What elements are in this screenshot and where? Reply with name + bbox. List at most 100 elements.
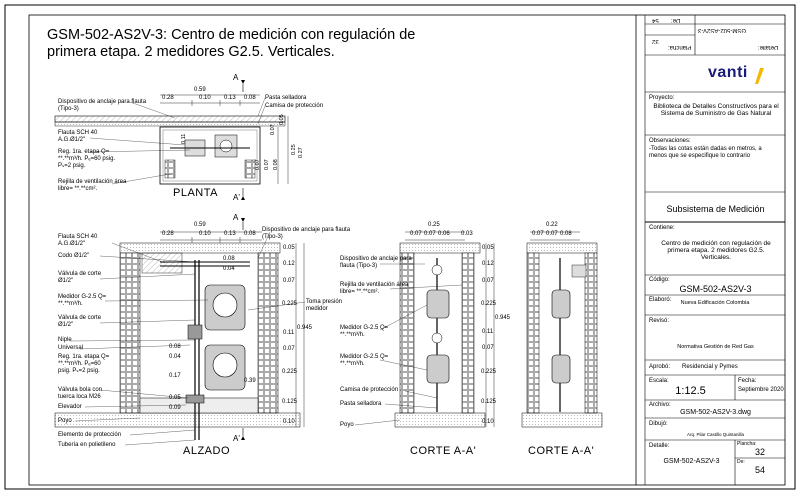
- alzado-dim-inner: 0.39: [244, 378, 256, 384]
- corte1-dim-right: 0.07: [482, 345, 494, 351]
- alzado-dim-inner: 0.08: [169, 344, 181, 350]
- alzado-dim-right: 0.225: [282, 369, 298, 375]
- alzado-dim-right: 0.12: [283, 261, 295, 267]
- corte1-dim-right: 0.12: [482, 261, 494, 267]
- corte1-label-medidor2: Medidor G-2.5 Q= **.**m³/h.: [340, 354, 389, 367]
- alzado-dim-right: 0.07: [283, 278, 295, 284]
- tb-top-detalle-label: Detalle:: [758, 44, 779, 50]
- tb-dibujo: Arq. Pilar Castillo Quintanilla: [686, 432, 745, 437]
- tb-contiene-label: Contiene:: [649, 225, 675, 231]
- alzado-dim-inner: 0.04: [223, 266, 235, 272]
- tb-de-label: De:: [737, 459, 745, 465]
- tb-elaboro: Nueva Edificación Colombia: [680, 300, 750, 306]
- alzado-label-tuberia: Tubería en polietileno: [58, 442, 116, 448]
- tb-top-plancha-value: 32: [652, 38, 659, 44]
- corte1-dim: 0.07: [424, 231, 436, 237]
- corte1-drawing: [354, 231, 495, 428]
- tb-fecha-label: Fecha:: [738, 378, 757, 384]
- alzado-label-niple: Niple: [58, 337, 72, 343]
- planta-dim: 0.13: [224, 95, 236, 101]
- planta-dim-side: 0.05: [279, 114, 285, 125]
- alzado-dim-inner: 0.17: [169, 373, 181, 379]
- corte2-dim-total: 0.22: [546, 222, 558, 228]
- alzado-dim-inner: 0.09: [169, 405, 181, 411]
- alzado-label-universal: Universal: [58, 345, 84, 351]
- alzado-label-valv2: Válvula de corte Ø1/2": [58, 315, 102, 328]
- tb-top-plancha-label: Plancha:: [668, 44, 692, 50]
- brand-check-icon: [755, 68, 764, 84]
- planta-label-pasta: Pasta selladora: [265, 95, 307, 101]
- view-caption-alzado: ALZADO: [183, 445, 231, 457]
- tb-escala: 1:12.5: [675, 385, 706, 397]
- alzado-dim-right: 0.05: [283, 245, 295, 251]
- planta-label-camisa: Camisa de protección: [265, 103, 324, 109]
- corte1-dim: 0.03: [461, 231, 473, 237]
- tb-plancha: 32: [754, 447, 765, 457]
- corte2-dim: 0.08: [560, 231, 572, 237]
- planta-drawing: [54, 80, 289, 200]
- alzado-dim-right: 0.125: [282, 399, 298, 405]
- section-mark-a2: A': [233, 193, 240, 202]
- alzado-dim: 0.13: [224, 231, 236, 237]
- tb-top-de-value: 54: [652, 17, 659, 23]
- section-mark-a: A: [233, 73, 239, 82]
- brand-logo: vanti: [708, 64, 748, 81]
- corte1-dim: 0.06: [438, 231, 450, 237]
- tb-fecha: Septiembre 2020: [738, 387, 784, 393]
- tb-reviso-label: Revisó:: [649, 318, 670, 324]
- tb-aprobo: Residencial y Pymes: [682, 364, 738, 370]
- tb-contiene: Centro de medición con regulación de pri…: [661, 240, 771, 261]
- alzado-dim-right: 0.225: [282, 301, 298, 307]
- corte1-label-camisa: Camisa de protección: [340, 387, 399, 393]
- corte1-dim-right: 0.225: [481, 301, 497, 307]
- tb-elaboro-label: Elaboró:: [649, 297, 672, 303]
- planta-dim-side: 0.07: [264, 159, 270, 170]
- planta-label-reg: Reg. 1ra. etapa Q= **.**m³/h. Pₑ=60 psig…: [58, 149, 116, 169]
- alzado-dim-right: 0.10: [283, 419, 295, 425]
- corte1-dim-right: 0.11: [482, 329, 494, 335]
- tb-detalle-label: Detalle:: [649, 443, 670, 449]
- corte1-label-poyo: Poyo: [340, 422, 354, 428]
- planta-dim-side: 0.08: [273, 159, 279, 170]
- tb-top-de-label: De:: [671, 17, 681, 23]
- tb-archivo: GSM-502-AS2V-3.dwg: [680, 409, 751, 416]
- corte1-dim: 0.07: [410, 231, 422, 237]
- corte2-drawing: [521, 231, 603, 428]
- alzado-label-poyo: Poyo: [58, 418, 72, 424]
- planta-dim-total: 0.59: [194, 87, 206, 93]
- alzado-drawing: [54, 218, 306, 446]
- corte2-dim: 0.07: [546, 231, 558, 237]
- alzado-dim-inner: 0.04: [169, 354, 181, 360]
- tb-proyecto-label: Proyecto:: [649, 95, 675, 101]
- planta-label-flauta: Flauta SCH 40 A.G.Ø1/2": [58, 130, 98, 143]
- view-caption-corte2: CORTE A-A': [528, 445, 595, 457]
- alzado-dim-inner: 0.05: [169, 395, 181, 401]
- planta-dim-side: 0.25: [291, 144, 297, 155]
- tb-proyecto: Biblioteca de Detalles Constructivos par…: [653, 103, 779, 117]
- planta-label-rejilla: Rejilla de ventilación área libre= **.**…: [58, 179, 127, 192]
- alzado-label-codo: Codo Ø1/2": [58, 253, 90, 259]
- alzado-label-bola: Válvula bola con tuerca loca M26: [58, 387, 103, 400]
- alzado-dim: 0.08: [244, 231, 256, 237]
- tb-archivo-label: Archivo:: [649, 402, 671, 408]
- planta-dim: 0.08: [244, 95, 256, 101]
- alzado-dim-total: 0.59: [194, 222, 206, 228]
- tb-plancha-label: Plancha:: [737, 441, 757, 447]
- tb-obs: -Todas las cotas están dadas en metros, …: [649, 146, 762, 159]
- alzado-dim-right: 0.945: [297, 325, 313, 331]
- planta-dim-side: 0.07: [270, 124, 276, 135]
- section-mark-a2-alzado: A': [233, 434, 240, 443]
- tb-codigo: GSM-502-AS2V-3: [679, 284, 752, 294]
- tb-dibujo-label: Dibujó:: [649, 421, 668, 427]
- alzado-label-elemento: Elemento de protección: [58, 432, 122, 438]
- corte1-label-anclaje: Dispositivo de anclaje para flauta (Tipo…: [340, 256, 412, 269]
- alzado-label-toma: Toma presión medidor: [306, 299, 343, 312]
- planta-dim-side: 0.07: [255, 159, 261, 170]
- planta-label-anclaje: Dispositivo de anclaje para flauta (Tipo…: [58, 99, 147, 112]
- tb-de: 54: [754, 465, 765, 475]
- corte1-dim-right: 0.05: [482, 245, 494, 251]
- tb-aprobo-label: Aprobó:: [649, 364, 671, 370]
- corte1-dim-right: 0.10: [482, 419, 494, 425]
- alzado-dim: 0.10: [199, 231, 211, 237]
